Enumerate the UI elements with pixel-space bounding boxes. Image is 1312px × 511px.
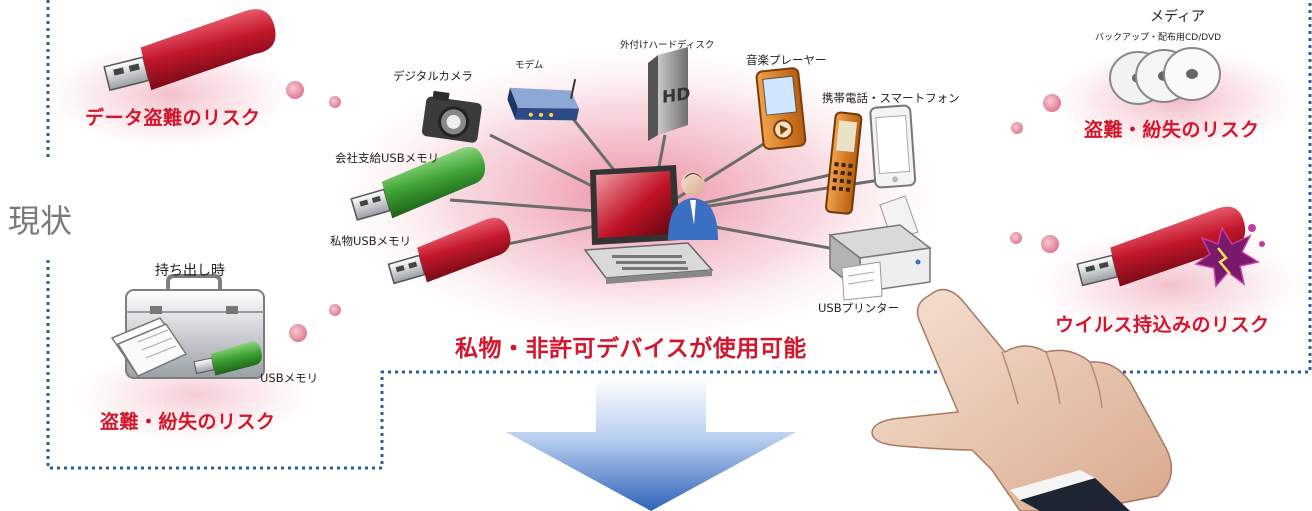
- private-usb-label: 私物USBメモリ: [330, 234, 412, 248]
- hdd-label: 外付けハードディスク: [620, 40, 715, 51]
- usb-red-icon: [387, 217, 511, 285]
- company-usb-label: 会社支給USBメモリ: [335, 151, 440, 165]
- camera-label: デジタルカメラ: [393, 69, 473, 83]
- left-glow: [30, 35, 310, 155]
- modem-label: モデム: [515, 60, 544, 71]
- risk-media-loss: 盗難・紛失のリスク: [1084, 119, 1260, 141]
- usb-green-icon: [350, 146, 486, 221]
- music-player-icon: [755, 67, 807, 150]
- cd-icon: [1109, 47, 1221, 105]
- usb-green-icon: [193, 341, 262, 376]
- hdd-icon: HD: [648, 47, 690, 141]
- virus-burst-icon: [1194, 224, 1265, 288]
- music-player-label: 音楽プレーヤー: [746, 53, 827, 67]
- dotted-border: [46, 0, 1312, 470]
- hand-icon: [871, 288, 1173, 511]
- person-icon: [668, 172, 718, 240]
- down-arrow-icon: [506, 378, 796, 511]
- center-caption: 私物・非許可デバイスが使用可能: [455, 336, 807, 362]
- camera-icon: [421, 90, 482, 143]
- laptop-icon: [583, 165, 714, 284]
- flip-phone-icon: [825, 111, 863, 215]
- usb-red-icon: [1076, 206, 1246, 287]
- carry-title: 持ち出し時: [155, 263, 225, 279]
- media-subtitle: バックアップ・配布用CD/DVD: [1095, 33, 1222, 43]
- decor-dots: [286, 81, 1061, 342]
- risk-virus: ウイルス持込みのリスク: [1055, 314, 1270, 336]
- modem-icon: [507, 78, 580, 121]
- media-title: メディア: [1150, 9, 1206, 25]
- document-icon: [110, 317, 188, 377]
- section-title: 現状: [8, 202, 73, 240]
- smartphone-icon: [869, 104, 917, 189]
- usb-red-icon: [103, 9, 276, 92]
- printer-icon: [828, 195, 932, 301]
- risk-carry-loss: 盗難・紛失のリスク: [100, 411, 276, 433]
- hd-mark: HD: [662, 84, 690, 108]
- printer-label: USBプリンター: [818, 301, 900, 315]
- phone-label: 携帯電話・スマートフォン: [822, 91, 960, 105]
- risk-data-theft: データ盗難のリスク: [85, 107, 261, 129]
- carry-usb-label: USBメモリ: [260, 371, 319, 385]
